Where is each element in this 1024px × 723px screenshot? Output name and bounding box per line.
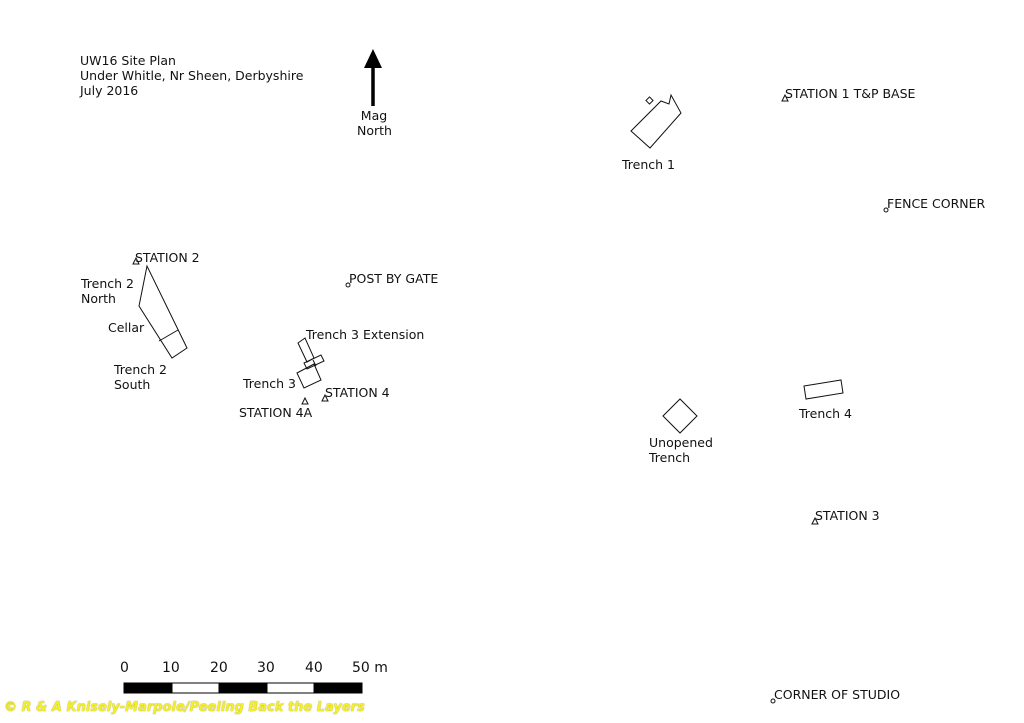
trench-3-extension-label: Trench 3 Extension <box>306 327 425 342</box>
scale-segment-1 <box>123 682 173 694</box>
scale-segment-2 <box>171 682 220 694</box>
fence-corner-circle-icon <box>883 207 889 213</box>
station-4a-label: STATION 4A <box>239 405 313 420</box>
station-4-label: STATION 4 <box>325 385 390 400</box>
unopened-trench-label: Unopened Trench <box>649 435 713 465</box>
trench-3-label: Trench 3 <box>243 376 296 391</box>
trench-2-north-label: Trench 2 North <box>81 276 134 306</box>
station-3-triangle-icon <box>811 516 819 525</box>
trench-1-outline <box>630 93 682 149</box>
scale-tick-10: 10 <box>162 660 180 676</box>
scale-segment-3 <box>218 682 268 694</box>
station-3-label: STATION 3 <box>815 508 880 523</box>
cellar-label: Cellar <box>108 320 145 335</box>
station-4a-triangle-icon <box>301 396 309 405</box>
trench-3-outline <box>296 337 325 389</box>
scale-segment-5 <box>313 682 363 694</box>
copyright-watermark: © R & A Knisely-Marpole/Peeling Back the… <box>4 700 365 715</box>
corner-of-studio-circle-icon <box>770 698 776 704</box>
scale-tick-30: 30 <box>257 660 275 676</box>
station-1-label: STATION 1 T&P BASE <box>785 86 916 101</box>
scale-tick-40: 40 <box>305 660 323 676</box>
trench-2-outline <box>138 264 188 359</box>
trench-2-south-label: Trench 2 South <box>114 362 167 392</box>
title-line-1: UW16 Site Plan <box>80 53 176 68</box>
scale-tick-20: 20 <box>210 660 228 676</box>
post-by-gate-label: POST BY GATE <box>349 271 439 286</box>
fence-corner-label: FENCE CORNER <box>887 196 986 211</box>
scale-bar <box>123 682 363 694</box>
scale-segment-4 <box>266 682 315 694</box>
post-by-gate-circle-icon <box>345 282 351 288</box>
station-1-triangle-icon <box>781 93 789 102</box>
scale-tick-50: 50 m <box>352 660 388 676</box>
title-line-3: July 2016 <box>80 83 139 98</box>
station-4-triangle-icon <box>321 393 329 402</box>
scale-tick-0: 0 <box>120 660 129 676</box>
corner-of-studio-label: CORNER OF STUDIO <box>774 687 901 702</box>
trench-4-label: Trench 4 <box>799 406 852 421</box>
station-2-label: STATION 2 <box>135 250 200 265</box>
trench-1-label: Trench 1 <box>622 157 675 172</box>
station-2-triangle-icon <box>132 256 140 265</box>
unopened-trench-outline <box>662 398 698 434</box>
north-label: Mag North <box>357 108 392 138</box>
title-line-2: Under Whitle, Nr Sheen, Derbyshire <box>80 68 304 83</box>
north-arrow-icon <box>364 49 382 106</box>
trench-4-outline <box>803 379 844 400</box>
